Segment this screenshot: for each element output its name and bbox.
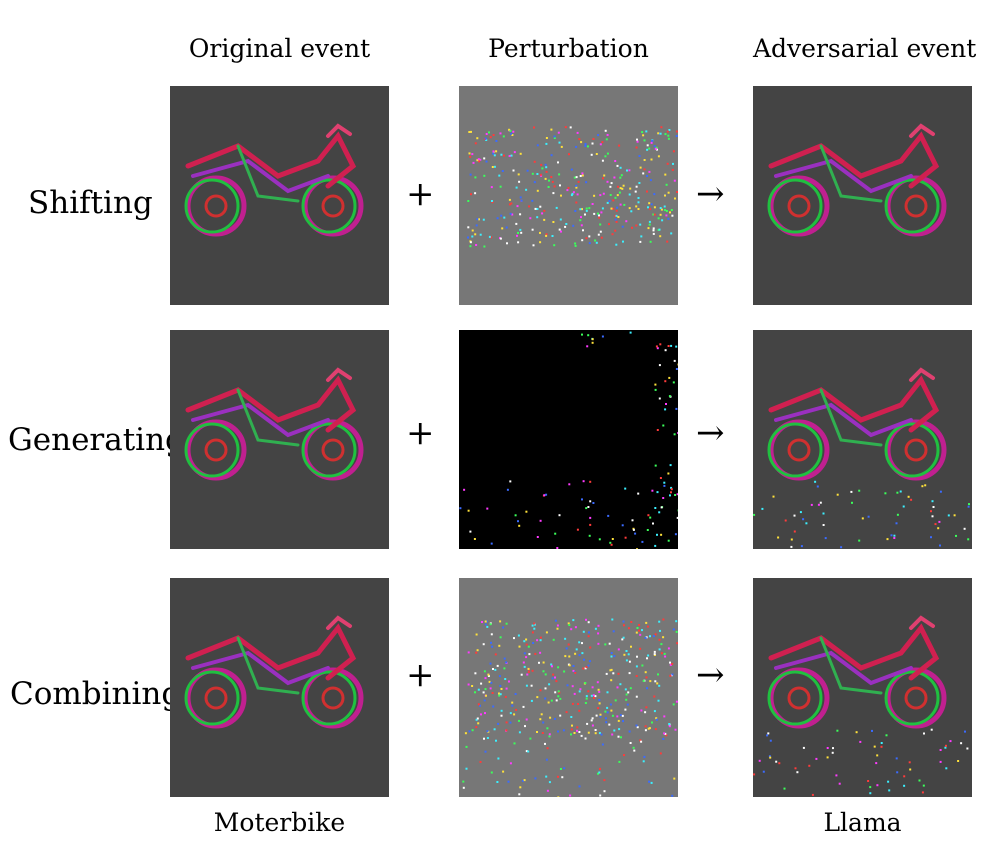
adversarial-event-image-shifting [753,86,972,305]
row-label-generating: Generating [8,422,185,458]
caption-adversarial-class: Llama [823,808,902,837]
original-event-image-shifting [170,86,389,305]
arrow-row2: → [696,413,725,453]
adversarial-event-image-combining [753,578,972,797]
plus-sign-row1: + [406,174,435,214]
header-adversarial-event: Adversarial event [753,34,977,63]
arrow-row1: → [696,174,725,214]
adversarial-event-image-generating [753,330,972,549]
perturbation-image-shifting [459,86,678,305]
perturbation-image-generating [459,330,678,549]
perturbation-image-combining [459,578,678,797]
original-event-image-generating [170,330,389,549]
caption-original-class: Moterbike [213,808,346,837]
row-label-shifting: Shifting [28,185,153,221]
row-label-combining: Combining [10,676,182,712]
plus-sign-row3: + [406,655,435,695]
header-original-event: Original event [188,34,371,63]
header-perturbation: Perturbation [488,34,649,63]
arrow-row3: → [696,655,725,695]
original-event-image-combining [170,578,389,797]
plus-sign-row2: + [406,413,435,453]
